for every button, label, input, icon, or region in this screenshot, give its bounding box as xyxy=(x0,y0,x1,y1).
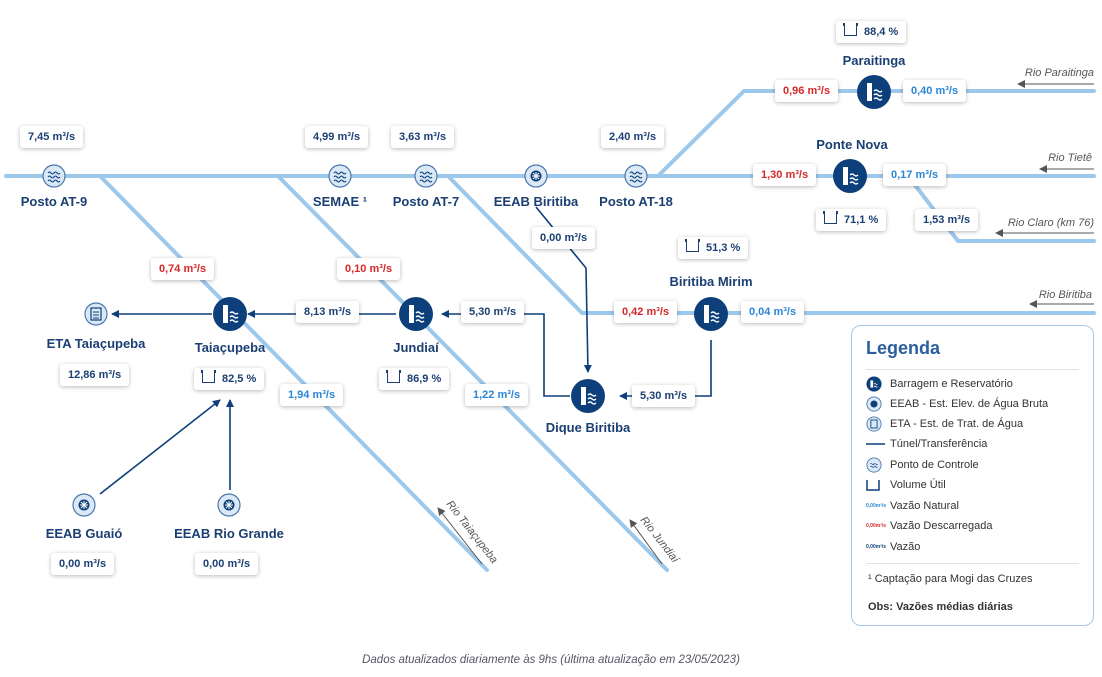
natural-flow-box: 0,40 m³/s xyxy=(903,80,967,102)
eeab-icon[interactable] xyxy=(72,493,96,517)
label-rio-tiete: Rio Tietê xyxy=(1048,152,1092,164)
name-eta-taiacupeba: ETA Taiaçupeba xyxy=(47,336,146,351)
flow-box: 12,86 m³/s xyxy=(60,364,130,386)
transfer-flow-box: 8,13 m³/s xyxy=(296,301,360,323)
name-biritiba-mirim: Biritiba Mirim xyxy=(669,274,752,289)
name-eeab-rio-grande: EEAB Rio Grande xyxy=(174,526,284,541)
flow-box: 0,00 m³/s xyxy=(51,553,115,575)
natural-flow-box: 0,17 m³/s xyxy=(883,164,947,186)
transfer-line-icon xyxy=(866,443,885,445)
transfer-flow-box: 5,30 m³/s xyxy=(461,301,525,323)
discharge-box: 0,96 m³/s xyxy=(775,80,839,102)
name-posto-at18: Posto AT-18 xyxy=(599,194,673,209)
legend-item: 0,00m³/s Vazão Descarregada xyxy=(866,520,993,532)
flow-box: 3,63 m³/s xyxy=(391,126,455,148)
natural-flow-box: 1,94 m³/s xyxy=(280,384,344,406)
legend-item: 0,00m³/s Vazão Natural xyxy=(866,500,959,512)
legend-item: Barragem e Reservatório xyxy=(866,375,1013,393)
volume-icon xyxy=(866,480,880,491)
volume-icon xyxy=(386,370,401,383)
name-posto-at7: Posto AT-7 xyxy=(393,194,459,209)
legend-item: Volume Útil xyxy=(866,476,946,494)
eta-icon xyxy=(866,416,882,432)
control-point-icon[interactable] xyxy=(328,164,352,188)
natural-flow-box: 0,04 m³/s xyxy=(741,301,805,323)
dam-icon[interactable] xyxy=(212,296,248,332)
discharge-box: 1,30 m³/s xyxy=(753,164,817,186)
river-taiacupeba xyxy=(98,174,489,572)
volume-box: 51,3 % xyxy=(678,237,749,259)
name-ponte-nova: Ponte Nova xyxy=(816,137,888,152)
name-dique-biritiba: Dique Biritiba xyxy=(546,420,631,435)
dam-icon[interactable] xyxy=(693,296,729,332)
name-eeab-guaio: EEAB Guaió xyxy=(46,526,123,541)
transfer-guaio-to-taiacupeba xyxy=(99,399,221,495)
legend-footnote: ¹ Captação para Mogi das Cruzes xyxy=(868,573,1033,585)
legend-item: Ponto de Controle xyxy=(866,456,979,474)
label-rio-biritiba: Rio Biritiba xyxy=(1039,289,1092,301)
legend-item: ETA - Est. de Trat. de Água xyxy=(866,415,1023,433)
control-point-icon[interactable] xyxy=(42,164,66,188)
legend-title: Legenda xyxy=(866,338,941,358)
name-posto-at9: Posto AT-9 xyxy=(21,194,87,209)
volume-icon xyxy=(201,370,216,383)
discharge-box: 0,42 m³/s xyxy=(614,301,678,323)
volume-box: 71,1 % xyxy=(816,209,887,231)
flow-box: 7,45 m³/s xyxy=(20,126,84,148)
legend-item: 0,00m³/s Vazão xyxy=(866,541,921,553)
flow-box: 2,40 m³/s xyxy=(601,126,665,148)
control-point-icon xyxy=(866,457,882,473)
river-jundiai xyxy=(276,174,669,572)
dam-icon[interactable] xyxy=(570,378,606,414)
eeab-icon[interactable] xyxy=(217,493,241,517)
name-semae: SEMAE ¹ xyxy=(313,194,367,209)
flow-box: 1,53 m³/s xyxy=(915,209,979,231)
discharge-box: 0,74 m³/s xyxy=(151,258,215,280)
legend-item: EEAB - Est. Elev. de Água Bruta xyxy=(866,395,1048,413)
volume-icon xyxy=(823,211,838,224)
river-claro xyxy=(906,174,1096,243)
name-paraitinga: Paraitinga xyxy=(843,53,907,68)
label-rio-claro: Rio Claro (km 76) xyxy=(1008,217,1095,229)
name-eeab-biritiba: EEAB Biritiba xyxy=(494,194,579,209)
legend-item: Túnel/Transferência xyxy=(866,435,987,453)
volume-box: 82,5 % xyxy=(194,368,265,390)
eeab-icon xyxy=(866,396,882,412)
dam-icon[interactable] xyxy=(856,74,892,110)
name-jundiai: Jundiaí xyxy=(393,340,439,355)
volume-icon xyxy=(685,239,700,252)
discharge-box: 0,10 m³/s xyxy=(337,258,401,280)
flow-box: 0,00 m³/s xyxy=(532,227,596,249)
dam-icon[interactable] xyxy=(832,158,868,194)
name-taiacupeba: Taiaçupeba xyxy=(195,340,266,355)
flow-box: 4,99 m³/s xyxy=(305,126,369,148)
natural-flow-box: 1,22 m³/s xyxy=(465,384,529,406)
volume-box: 88,4 % xyxy=(836,21,907,43)
transfer-flow-box: 5,30 m³/s xyxy=(632,385,696,407)
river-paraitinga xyxy=(656,89,1096,178)
legend-obs: Obs: Vazões médias diárias xyxy=(868,601,1013,613)
flow-box: 0,00 m³/s xyxy=(195,553,259,575)
eeab-icon[interactable] xyxy=(524,164,548,188)
update-note: Dados atualizados diariamente às 9hs (úl… xyxy=(362,654,740,666)
label-rio-paraitinga: Rio Paraitinga xyxy=(1025,67,1094,79)
dam-icon xyxy=(866,376,882,392)
river-biritiba xyxy=(446,174,1096,315)
eta-icon[interactable] xyxy=(84,302,108,326)
dam-icon[interactable] xyxy=(398,296,434,332)
control-point-icon[interactable] xyxy=(414,164,438,188)
volume-box: 86,9 % xyxy=(379,368,450,390)
legend: Legenda Barragem e Reservatório EEAB - E… xyxy=(851,325,1094,626)
control-point-icon[interactable] xyxy=(624,164,648,188)
volume-icon xyxy=(843,23,858,36)
legend-divider xyxy=(866,563,1079,564)
legend-divider xyxy=(866,369,1079,370)
